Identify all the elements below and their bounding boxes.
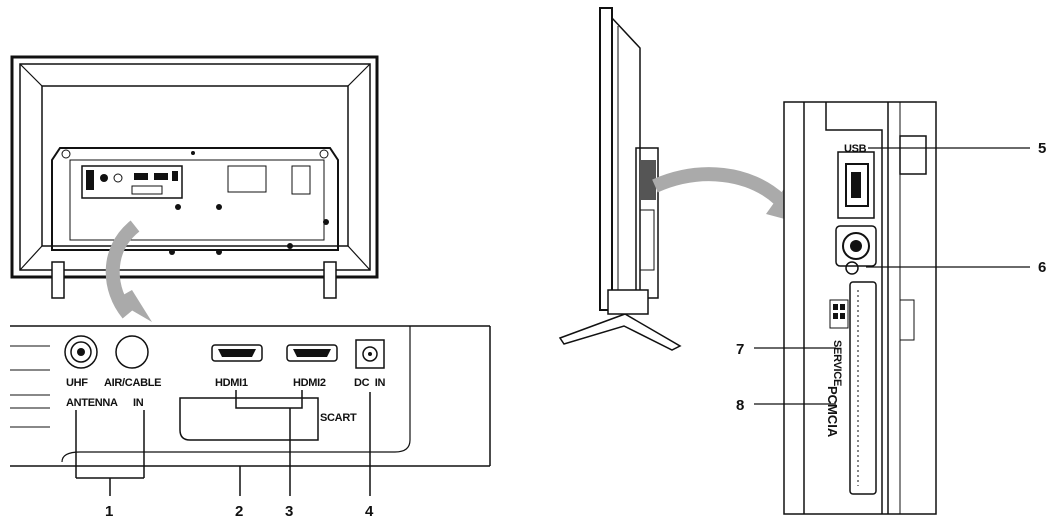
hdmi2-label: HDMI2 — [293, 377, 326, 389]
connector-panel-zoom — [10, 325, 491, 467]
air-cable-in-label: IN — [133, 397, 144, 409]
callout-7: 7 — [736, 341, 744, 358]
tv-side-view — [558, 7, 796, 351]
dc-in-label: DC IN — [354, 377, 386, 389]
callout-6: 6 — [1038, 259, 1046, 276]
service-label: SERVICE — [831, 340, 843, 386]
scart-label: SCART — [320, 412, 357, 424]
callout-5: 5 — [1038, 140, 1046, 157]
callout-8: 8 — [736, 397, 744, 414]
pcmcia-label: PCMCIA — [825, 386, 840, 438]
usb-label: USB — [844, 143, 867, 155]
side-panel-zoom — [783, 101, 937, 515]
side-callout-lines — [754, 147, 1030, 405]
callout-1: 1 — [105, 503, 113, 520]
callout-4: 4 — [365, 503, 374, 520]
hdmi1-label: HDMI1 — [215, 377, 248, 389]
antenna-label: ANTENNA — [66, 397, 118, 409]
callout-3: 3 — [285, 503, 293, 520]
callout-2: 2 — [235, 503, 243, 520]
air-cable-label: AIR/CABLE — [104, 377, 161, 389]
rear-callout-lines — [75, 390, 371, 496]
tv-rear-view — [10, 55, 379, 322]
uhf-label: UHF — [66, 377, 88, 389]
